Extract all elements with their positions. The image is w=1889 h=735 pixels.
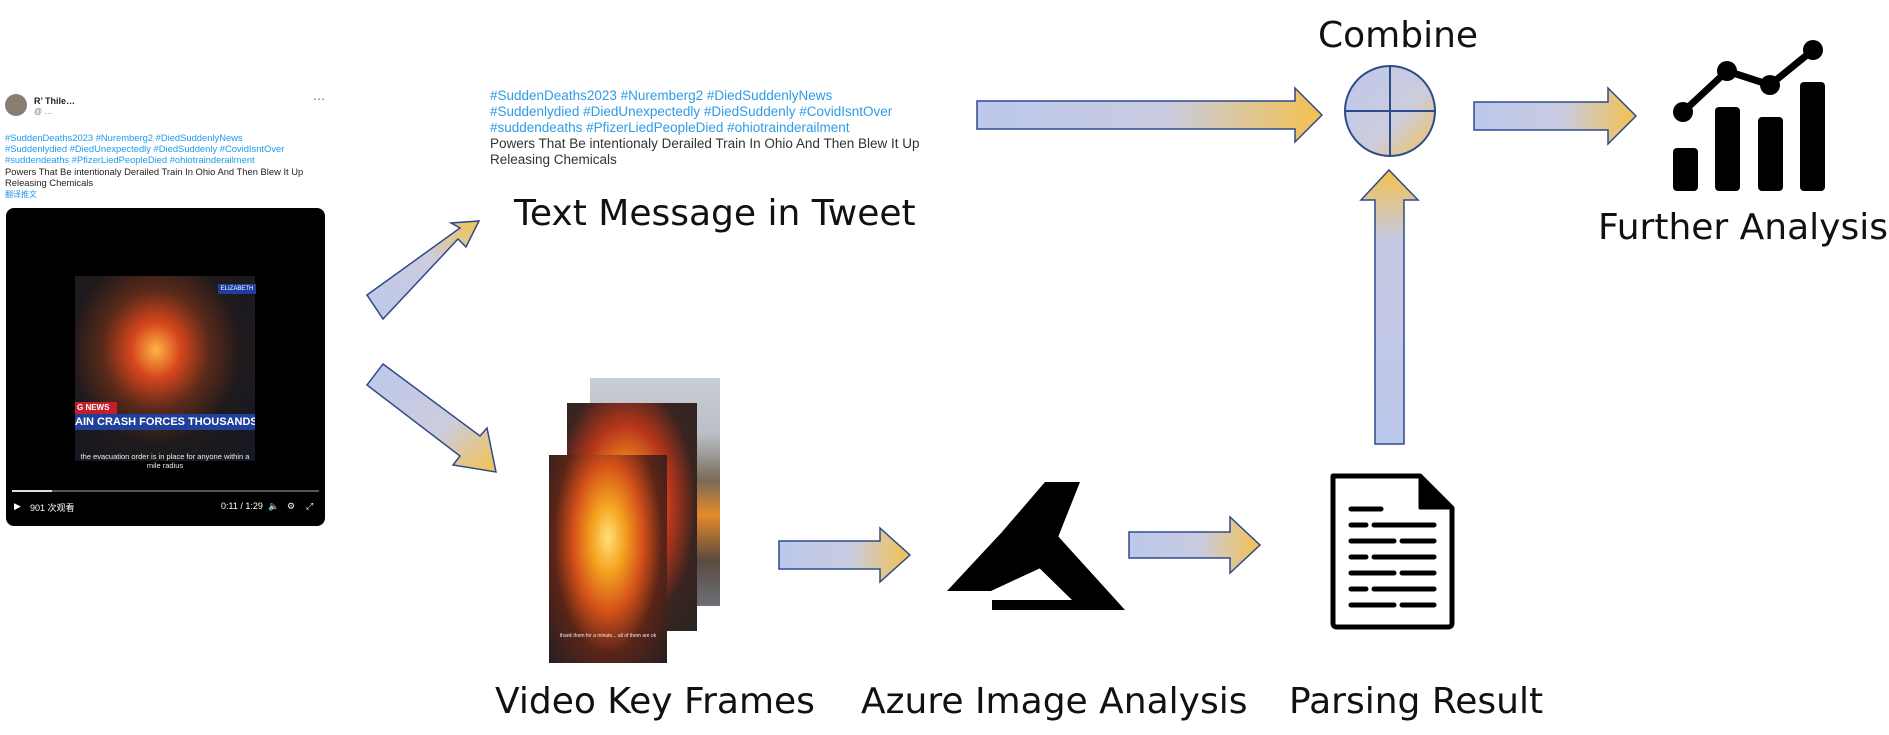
label-text-message: Text Message in Tweet [514, 193, 916, 234]
hashtags-line: #suddendeaths #PfizerLiedPeopleDied #ohi… [490, 120, 850, 135]
hashtags-line: #Suddenlydied #DiedUnexpectedly #DiedSud… [490, 104, 893, 119]
key-frame-caption: thank them for a minute... all of them a… [559, 633, 657, 639]
tweet-body: Powers That Be intentionaly Derailed Tra… [490, 136, 960, 168]
label-video-key-frames: Video Key Frames [495, 681, 815, 722]
hashtags-line: #suddendeaths #PfizerLiedPeopleDied #ohi… [5, 154, 255, 165]
user-handle: @ … [34, 107, 53, 116]
chart-icon [1673, 40, 1825, 191]
combine-circle-icon [1344, 65, 1436, 157]
fullscreen-icon[interactable]: ⤢ [306, 501, 314, 511]
hashtags-line: #SuddenDeaths2023 #Nuremberg2 #DiedSudde… [490, 88, 833, 103]
video-progress-bar[interactable] [12, 490, 319, 492]
document-icon [1330, 473, 1455, 630]
user-name: R’ Thile… [34, 96, 76, 106]
more-icon[interactable]: ⋯ [313, 92, 325, 106]
label-parsing-result: Parsing Result [1289, 681, 1544, 722]
tweet-card: R’ Thile… @ … ⋯ #SuddenDeaths2023 #Nurem… [0, 88, 335, 528]
arrow-to-frames [365, 362, 497, 473]
arrow-to-text [365, 220, 481, 321]
arrow-parsing-to-combine [1359, 168, 1420, 445]
body-line: Powers That Be intentionaly Derailed Tra… [490, 136, 920, 151]
settings-icon[interactable]: ⚙ [287, 501, 296, 511]
avatar [5, 94, 27, 116]
news-headline: AIN CRASH FORCES THOUSANDS TO EVACUA [75, 414, 255, 430]
arrow-combine-to-further [1473, 86, 1638, 146]
arrow-text-to-combine [976, 86, 1324, 144]
video-progress-fill [12, 490, 52, 492]
arrow-azure-to-parsing [1128, 515, 1262, 575]
hashtags-line: #SuddenDeaths2023 #Nuremberg2 #DiedSudde… [5, 132, 243, 143]
video-frame-fire [75, 276, 255, 461]
body-line: Releasing Chemicals [490, 152, 617, 167]
arrow-frames-to-azure [778, 526, 912, 584]
azure-logo-icon [947, 482, 1125, 610]
video-player[interactable]: ELIZABETH G NEWS AIN CRASH FORCES THOUSA… [6, 208, 325, 526]
label-combine: Combine [1318, 15, 1479, 56]
tweet-body: Powers That Be intentionaly Derailed Tra… [5, 166, 304, 188]
hashtags-line: #Suddenlydied #DiedUnexpectedly #DiedSud… [5, 143, 285, 154]
video-time: 0:11 / 1:29 [221, 501, 263, 511]
play-icon[interactable]: ▶ [14, 501, 21, 511]
volume-icon[interactable]: 🔈 [268, 501, 280, 511]
video-corner-tag: ELIZABETH [218, 284, 256, 294]
hashtags: #SuddenDeaths2023 #Nuremberg2 #DiedSudde… [490, 88, 960, 136]
video-caption: the evacuation order is in place for any… [80, 452, 250, 470]
video-controls: ▶ 901 次观看 0:11 / 1:29 🔈 ⚙ ⤢ [6, 498, 325, 518]
tweet-text-block: #SuddenDeaths2023 #Nuremberg2 #DiedSudde… [490, 88, 960, 168]
translate-link[interactable]: 翻译推文 [5, 190, 37, 199]
tweet-hashtags: #SuddenDeaths2023 #Nuremberg2 #DiedSudde… [5, 132, 330, 165]
news-tag: G NEWS [75, 402, 117, 414]
view-count: 901 次观看 [30, 503, 75, 513]
label-azure-image-analysis: Azure Image Analysis [861, 681, 1248, 722]
key-frame-1: thank them for a minute... all of them a… [549, 455, 667, 663]
label-further-analysis: Further Analysis [1598, 207, 1889, 248]
